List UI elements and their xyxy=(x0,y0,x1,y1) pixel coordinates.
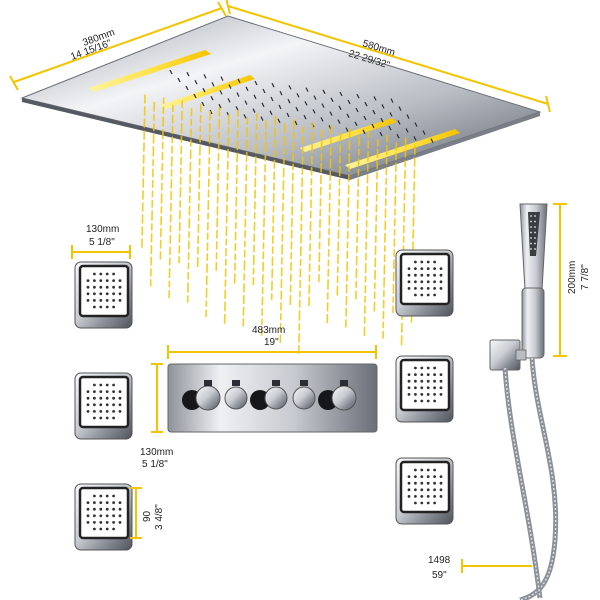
valve-knob xyxy=(318,380,357,411)
valve-knob xyxy=(224,380,248,410)
body-jet-top-right xyxy=(395,249,454,317)
body-jet-bottom-right xyxy=(395,457,454,525)
valve-knob xyxy=(292,380,316,410)
body-jet-width-dimension: 130mm 5 1/8" xyxy=(71,224,131,259)
valve-width-mm: 483mm xyxy=(252,325,285,336)
valve-knob xyxy=(250,380,288,410)
hose-length-dimension: 1498 59" xyxy=(428,555,532,581)
valve-knob xyxy=(182,380,221,411)
valve-width-dimension: 483mm 19" xyxy=(167,325,377,359)
valve-width-in: 19" xyxy=(264,337,279,348)
jet-inner-mm: 90 xyxy=(142,510,153,522)
hand-shower xyxy=(489,203,548,371)
jet-inner-dimension: 90 3 4/8" xyxy=(130,487,165,539)
hose-length-in: 59" xyxy=(432,570,447,581)
thermostatic-valve xyxy=(167,363,378,433)
jet-inner-in: 3 4/8" xyxy=(154,504,165,530)
body-jet-top-left xyxy=(74,261,133,329)
rain-shower-head xyxy=(20,15,542,180)
valve-height-mm: 130mm xyxy=(140,447,173,458)
body-jet-width-in: 5 1/8" xyxy=(89,237,115,248)
handheld-length-in: 7 7/8" xyxy=(580,264,591,290)
valve-knobs xyxy=(182,380,357,411)
body-jet-width-mm: 130mm xyxy=(86,224,119,235)
hose-length-mm: 1498 xyxy=(428,555,451,566)
body-jet-bottom-left xyxy=(74,483,133,551)
valve-height-dimension: 130mm 5 1/8" xyxy=(140,363,173,470)
body-jet-middle-right xyxy=(395,355,454,423)
handheld-length-dimension: 200mm 7 7/8" xyxy=(553,203,591,357)
valve-height-in: 5 1/8" xyxy=(142,459,168,470)
shower-hose xyxy=(502,357,559,600)
handheld-length-mm: 200mm xyxy=(567,261,578,294)
water-streams xyxy=(141,94,416,355)
nozzle-grid xyxy=(169,69,434,143)
body-jet-middle-left xyxy=(74,372,133,440)
